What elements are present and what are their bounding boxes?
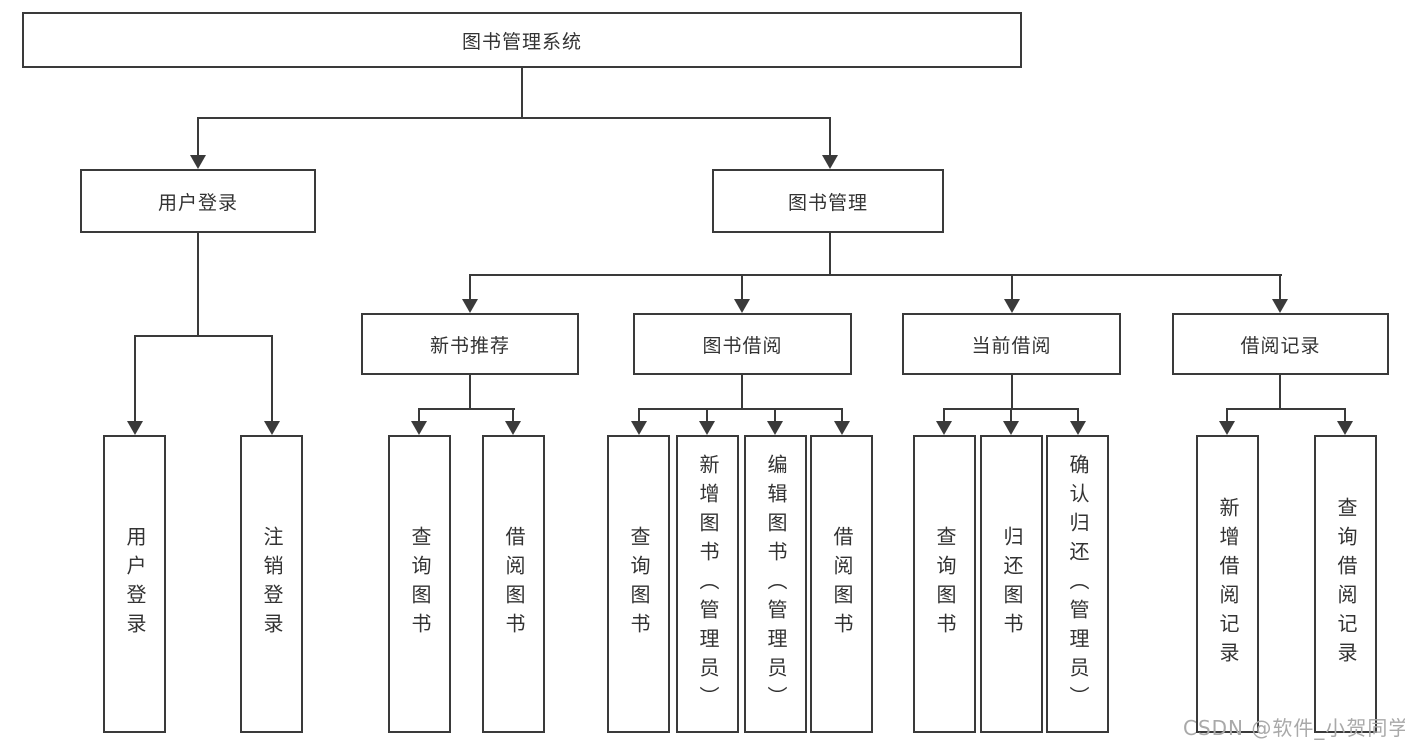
connector-stem bbox=[469, 274, 471, 300]
connector-hline bbox=[418, 408, 515, 410]
connector-stem bbox=[1344, 408, 1346, 422]
arrow-down-icon bbox=[462, 299, 478, 313]
connector-stem bbox=[741, 274, 743, 300]
node-book-borrow: 图书借阅 bbox=[633, 313, 852, 375]
connector-hline bbox=[638, 408, 843, 410]
leaf-return-books: 归还图书 bbox=[980, 435, 1043, 733]
connector-stem bbox=[1226, 408, 1228, 422]
arrow-down-icon bbox=[411, 421, 427, 435]
connector-hline bbox=[134, 335, 273, 337]
connector-stem bbox=[741, 375, 743, 410]
connector-stem bbox=[1279, 375, 1281, 410]
connector-hline bbox=[1226, 408, 1346, 410]
connector-stem bbox=[706, 408, 708, 422]
connector-stem bbox=[943, 408, 945, 422]
connector-stem bbox=[638, 408, 640, 422]
connector-stem bbox=[829, 233, 831, 276]
connector-stem bbox=[512, 408, 514, 422]
node-current-borrow: 当前借阅 bbox=[902, 313, 1121, 375]
node-root: 图书管理系统 bbox=[22, 12, 1022, 68]
arrow-down-icon bbox=[631, 421, 647, 435]
arrow-down-icon bbox=[1272, 299, 1288, 313]
arrow-down-icon bbox=[1070, 421, 1086, 435]
leaf-query-books-1: 查询图书 bbox=[388, 435, 451, 733]
arrow-down-icon bbox=[767, 421, 783, 435]
leaf-add-books-admin: 新增图书（管理员） bbox=[676, 435, 739, 733]
connector-stem bbox=[1077, 408, 1079, 422]
connector-stem bbox=[1011, 274, 1013, 300]
arrow-down-icon bbox=[822, 155, 838, 169]
connector-level1-hline bbox=[197, 117, 831, 119]
leaf-confirm-return-admin: 确认归还（管理员） bbox=[1046, 435, 1109, 733]
connector-stem bbox=[197, 233, 199, 337]
connector-hline bbox=[469, 274, 1282, 276]
leaf-add-borrow-record: 新增借阅记录 bbox=[1196, 435, 1259, 733]
arrow-down-icon bbox=[936, 421, 952, 435]
leaf-user-login: 用户登录 bbox=[103, 435, 166, 733]
leaf-edit-books-admin: 编辑图书（管理员） bbox=[744, 435, 807, 733]
arrow-down-icon bbox=[834, 421, 850, 435]
connector-stem bbox=[1010, 408, 1012, 422]
leaf-query-books-2: 查询图书 bbox=[607, 435, 670, 733]
connector-stem bbox=[418, 408, 420, 422]
leaf-borrow-books-2: 借阅图书 bbox=[810, 435, 873, 733]
arrow-down-icon bbox=[127, 421, 143, 435]
arrow-down-icon bbox=[264, 421, 280, 435]
node-new-book-recommend: 新书推荐 bbox=[361, 313, 579, 375]
connector-stem bbox=[134, 335, 136, 421]
connector-stem bbox=[1011, 375, 1013, 410]
arrow-down-icon bbox=[734, 299, 750, 313]
leaf-logout: 注销登录 bbox=[240, 435, 303, 733]
arrow-down-icon bbox=[505, 421, 521, 435]
leaf-borrow-books-1: 借阅图书 bbox=[482, 435, 545, 733]
arrow-down-icon bbox=[699, 421, 715, 435]
connector-stem bbox=[1279, 274, 1281, 300]
connector-stem bbox=[829, 117, 831, 156]
arrow-down-icon bbox=[1337, 421, 1353, 435]
leaf-query-books-3: 查询图书 bbox=[913, 435, 976, 733]
arrow-down-icon bbox=[190, 155, 206, 169]
node-user-login: 用户登录 bbox=[80, 169, 316, 233]
connector-stem bbox=[197, 117, 199, 156]
connector-root-stem bbox=[521, 68, 523, 118]
connector-stem bbox=[469, 375, 471, 410]
leaf-query-borrow-record: 查询借阅记录 bbox=[1314, 435, 1377, 733]
arrow-down-icon bbox=[1219, 421, 1235, 435]
arrow-down-icon bbox=[1003, 421, 1019, 435]
csdn-watermark: CSDN @软件_小贺同学 bbox=[1183, 716, 1405, 740]
connector-stem bbox=[774, 408, 776, 422]
node-borrow-records: 借阅记录 bbox=[1172, 313, 1389, 375]
node-book-management: 图书管理 bbox=[712, 169, 944, 233]
connector-stem bbox=[271, 335, 273, 421]
connector-stem bbox=[841, 408, 843, 422]
arrow-down-icon bbox=[1004, 299, 1020, 313]
